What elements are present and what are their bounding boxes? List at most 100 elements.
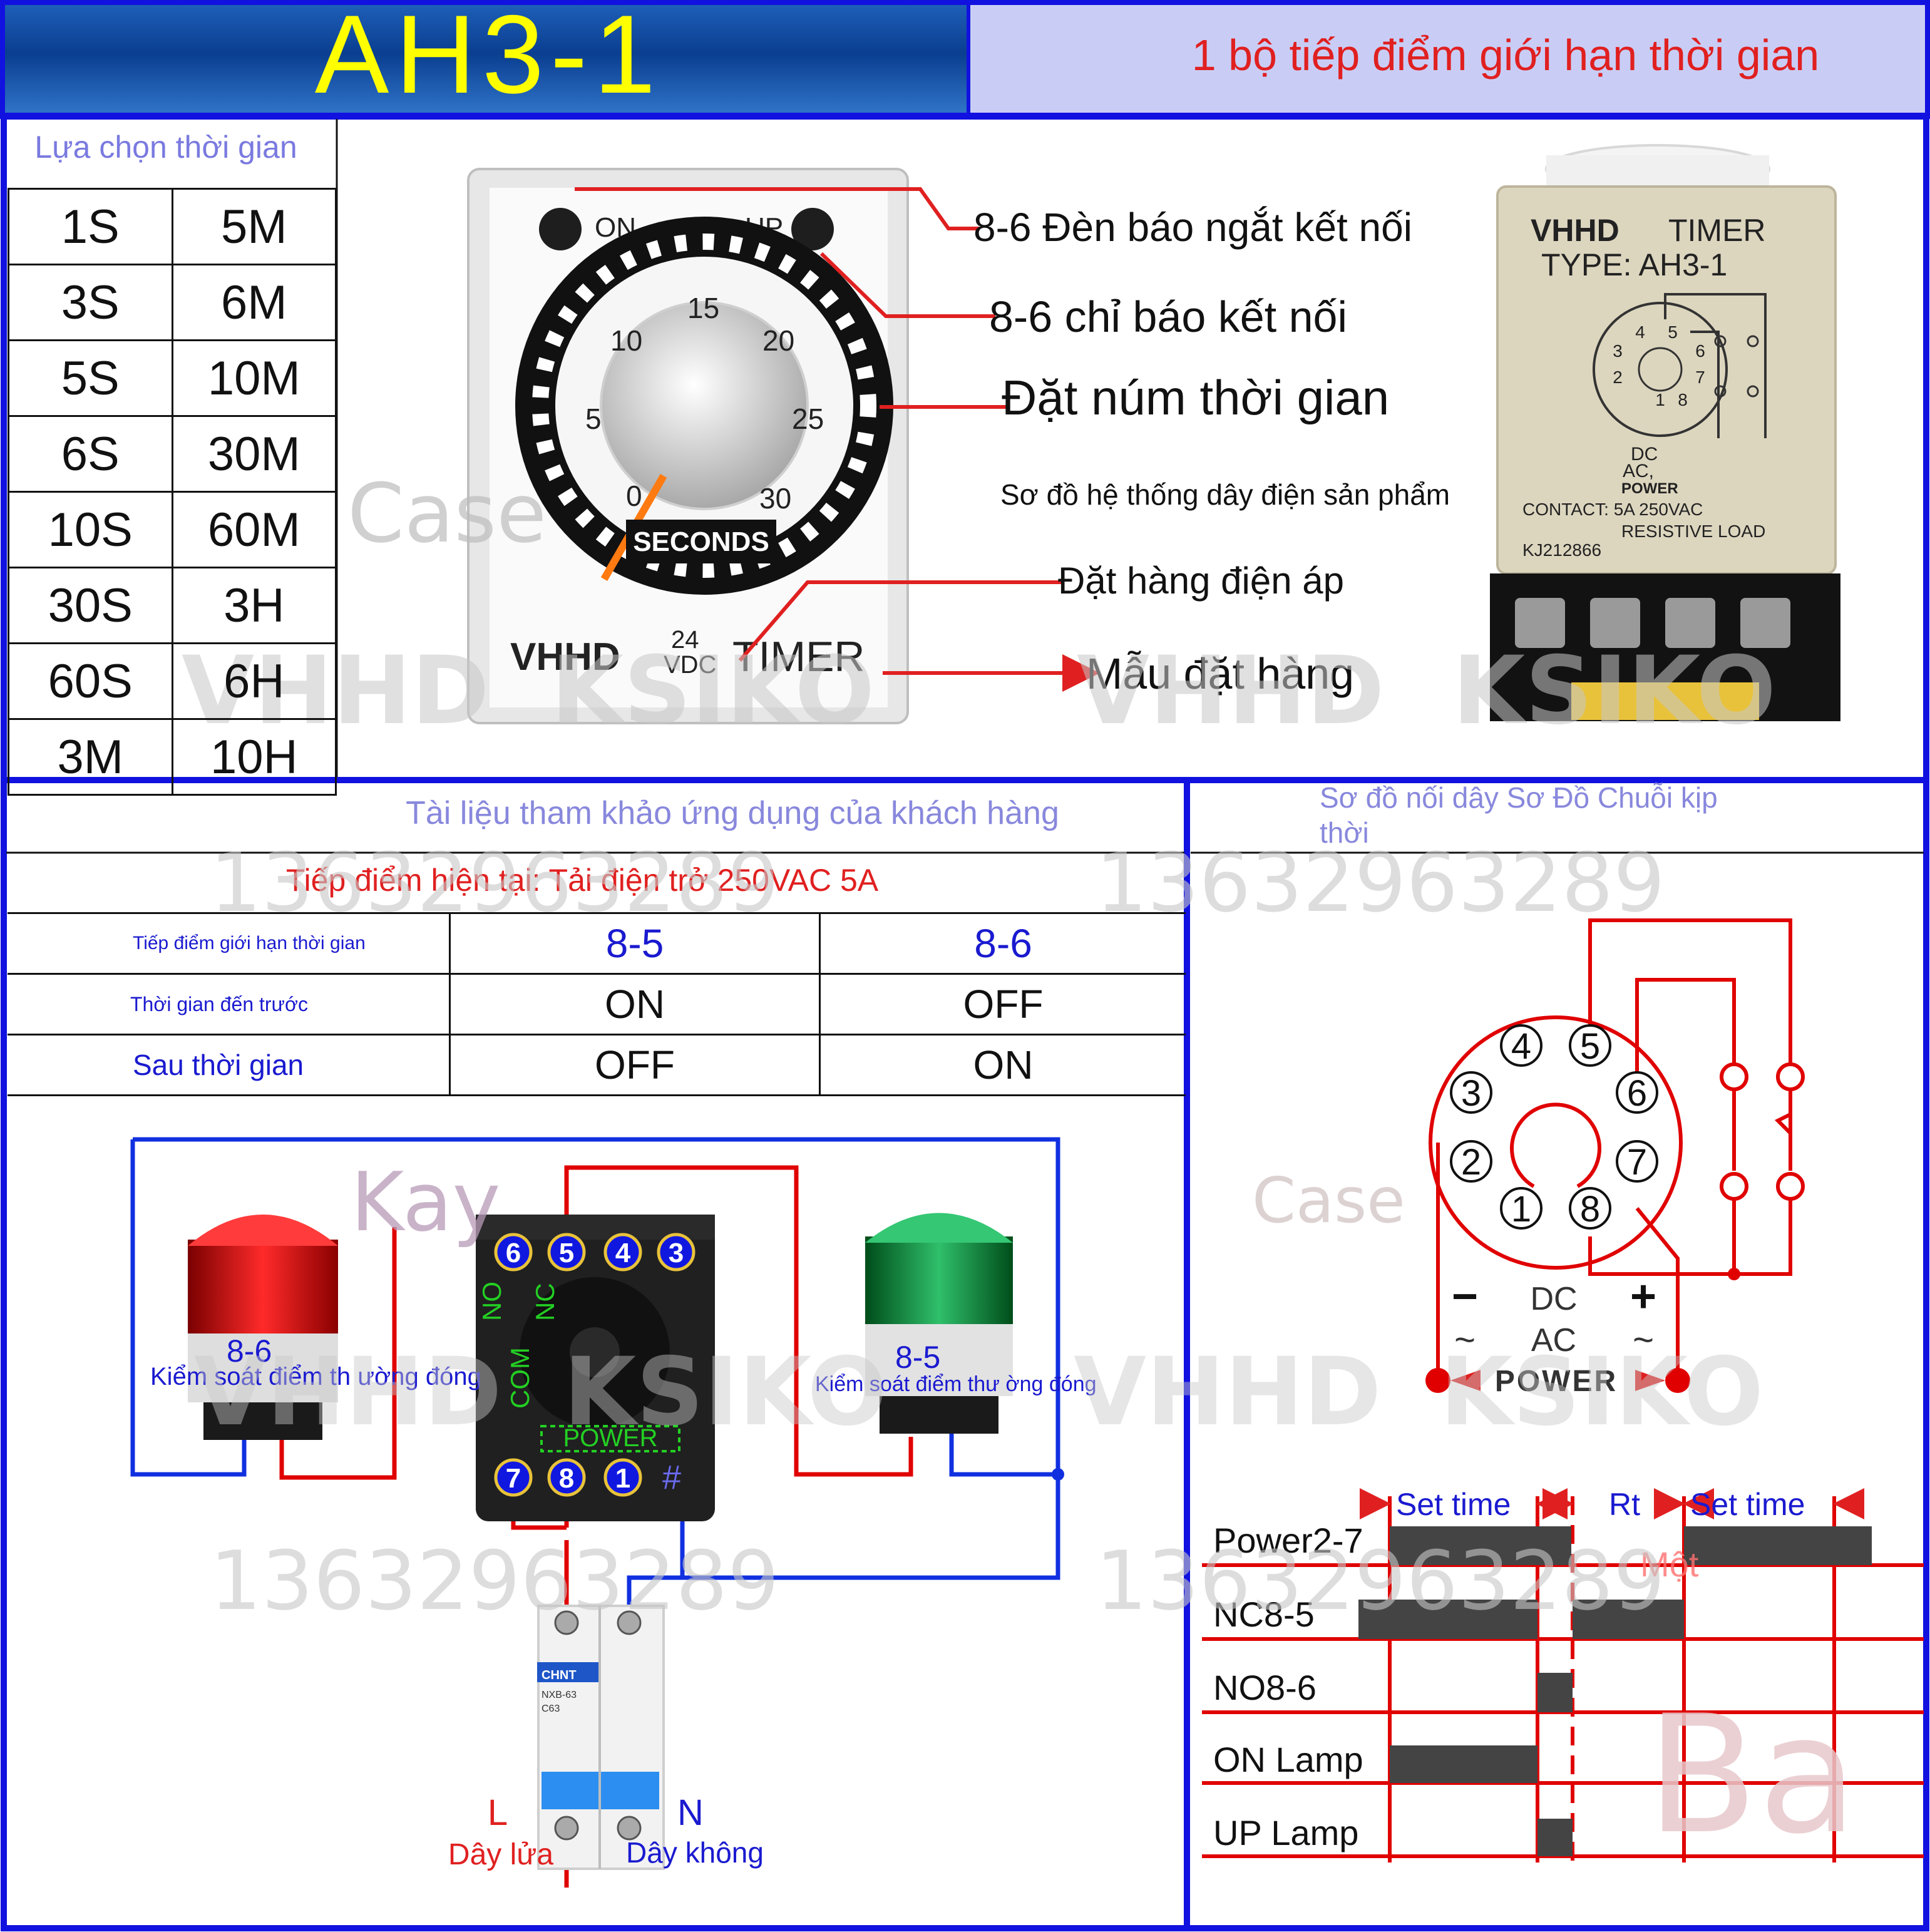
schematic-contact-2 [1776,1062,1805,1091]
schematic-plus: + [1630,1272,1656,1322]
col-8-6: 8-6 [819,912,1186,975]
timing-rt: Rt [1609,1487,1640,1522]
schematic-diagram [1429,918,1792,1380]
callout-order-voltage: Đặt hàng điện áp [1058,560,1344,602]
schematic-dc: DC [1530,1281,1577,1317]
timing-row-up-lamp: UP Lamp [1213,1813,1358,1852]
side-dc: DC [1631,444,1658,465]
time-option[interactable]: 5M [171,188,337,265]
schematic-section-frame [1184,777,1929,1931]
time-option[interactable]: 30M [171,415,337,493]
timing-diagram [1202,1488,1924,1863]
red-lamp-caption: Kiểm soát điểm th ường đóng [150,1363,481,1390]
watermark-phone-3: 13632963289 [210,1533,779,1628]
socket-pins [494,1233,696,1497]
dial-number-15: 15 [687,292,719,324]
timing-set-time-1: Set time [1396,1487,1511,1522]
dial-number-25: 25 [792,403,824,435]
callout-on-indicator: 8-6 chỉ báo kết nối [989,292,1347,341]
header-left-panel [5,5,967,113]
side-contact: CONTACT: 5A 250VAC [1522,500,1703,519]
live-label: Dây lửa [448,1838,553,1871]
side-pin-8: 8 [1678,390,1688,409]
timing-row-nc: NC8-5 [1213,1595,1315,1634]
breaker-rating: C63 [542,1703,560,1714]
time-option[interactable]: 6M [171,264,337,341]
time-option[interactable]: 10H [171,718,337,796]
side-pin-5: 5 [1668,322,1678,342]
side-serial: KJ212866 [1522,540,1601,560]
side-pin-7: 7 [1695,367,1705,387]
side-brand: VHHD [1531,213,1619,248]
time-option[interactable]: 6H [171,642,337,720]
dial-unit: SECONDS [633,527,769,557]
watermark-brand2-top: KSIKO [551,637,875,746]
schematic-pin-3: 3 [1461,1073,1481,1114]
timer-front: ON UP 0 5 10 15 20 25 30 SECONDS VHHD 24… [467,168,909,724]
neutral-label: Dây không [626,1836,764,1869]
schematic-minus: − [1452,1272,1478,1322]
watermark-brand-top-right: VHHD [1077,637,1385,746]
time-option[interactable]: 5S [8,339,173,417]
wiring-photo [130,1137,1064,1888]
time-option[interactable]: 60S [8,642,173,720]
time-option[interactable]: 6S [8,415,173,493]
schematic-pin-5: 5 [1580,1026,1600,1067]
dial-number-10: 10 [610,324,642,357]
contact-state-table: Tiếp điểm giới hạn thời gian 8-5 8-6 Thờ… [8,912,1186,1096]
schematic-contact-1 [1720,1062,1748,1091]
callout-off-indicator: 8-6 Đèn báo ngắt kết nối [973,205,1412,250]
time-option[interactable]: 10S [8,491,173,568]
live-letter: L [488,1792,508,1833]
socket-pin-hash: # [662,1459,681,1496]
schematic-pin-6: 6 [1627,1073,1647,1114]
schematic-pin-4: 4 [1511,1026,1531,1067]
watermark-phone-2: 13632963289 [1096,835,1665,930]
socket-pin-3: 3 [669,1238,684,1268]
model-title: AH3-1 [315,0,662,116]
time-option[interactable]: 3S [8,264,173,341]
after-8-5: OFF [448,1034,820,1096]
row-label-before: Thời gian đến trước [8,973,450,1035]
row-label-after: Sau thời gian [8,1034,450,1096]
watermark-case-right: Case [1252,1164,1405,1237]
schematic-tilde-right: ~ [1633,1320,1654,1360]
schematic-pin-2: 2 [1461,1142,1481,1183]
time-option[interactable]: 60M [171,491,337,568]
socket-pin-8: 8 [559,1463,574,1494]
schematic-power-plus-dot [1665,1368,1690,1393]
time-option[interactable]: 3M [8,718,173,796]
time-selection-title: Lựa chọn thời gian [34,130,297,165]
green-lamp-number: 8-5 [895,1340,940,1375]
time-knob[interactable] [600,301,809,510]
watermark-phone-4: 13632963289 [1096,1533,1665,1628]
up-indicator-light [791,208,834,250]
timing-note: Một [1640,1544,1699,1584]
schematic-tilde-left: ~ [1454,1320,1476,1360]
dial-ticks [532,234,876,578]
timing-row-on-lamp: ON Lamp [1213,1740,1363,1779]
dial-number-30: 30 [759,482,791,515]
header-right-panel [970,5,1925,113]
time-option[interactable]: 10M [171,339,337,417]
side-timer-word: TIMER [1668,213,1766,248]
watermark-ba: Ba [1646,1681,1858,1870]
watermark-kay: Kay [351,1154,501,1250]
watermark-case-top: Case [347,466,547,561]
time-option[interactable]: 30S [8,567,173,644]
watermark-brand2-mid-right: KSIKO [1440,1338,1763,1447]
watermarks: Case VHHD KSIKO VHHD KSIKO 13632963289 1… [182,466,1858,1870]
table-row: Tiếp điểm giới hạn thời gian 8-5 8-6 [8,912,1186,975]
socket-no: NO [477,1282,506,1321]
timer-side: VHHD TIMER TYPE: AH3-1 1 2 3 4 5 6 7 8 D… [1490,144,1840,721]
time-option[interactable]: 3H [171,567,337,644]
schematic-pin-8: 8 [1580,1189,1600,1230]
before-8-6: OFF [819,973,1186,1035]
schematic-contact-4 [1776,1172,1805,1201]
header-subtitle: 1 bộ tiếp điểm giới hạn thời gian [1192,31,1819,80]
time-option[interactable]: 1S [8,188,173,265]
schematic-pin-1: 1 [1511,1189,1531,1230]
